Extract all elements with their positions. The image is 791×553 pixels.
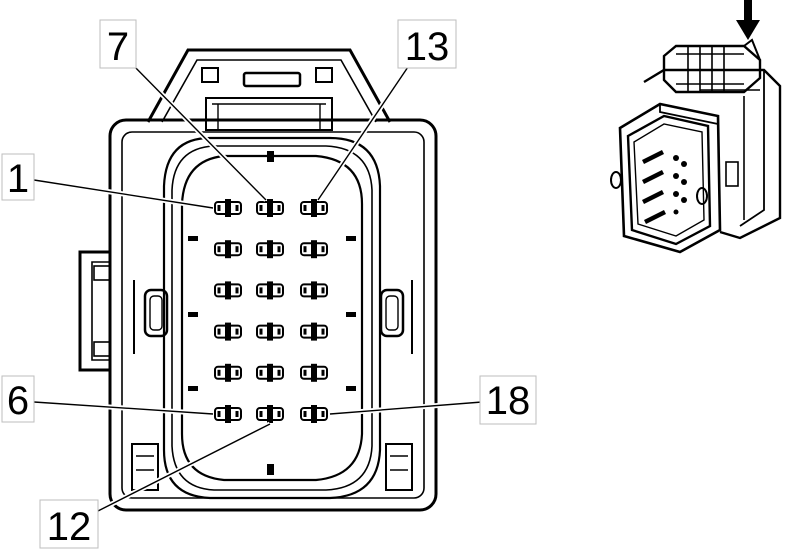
terminal-cavity [300,363,328,382]
terminal-cavity [214,199,242,217]
terminal-cavity [300,281,328,300]
down-arrow-icon [736,0,760,40]
terminal-cavity-grid [214,199,328,423]
svg-text:1: 1 [7,157,29,201]
terminal-cavity [256,199,284,217]
terminal-cavity [214,281,242,300]
terminal-cavity [214,240,242,259]
terminal-cavity [256,281,284,300]
pin-label-13: 13 [397,19,457,69]
terminal-cavity [300,240,328,259]
terminal-cavity [214,405,242,423]
connector-face-view [78,48,438,512]
pin-label-7: 7 [99,19,137,69]
connector-isometric-view [610,0,782,254]
pin-label-18: 18 [479,375,537,425]
terminal-cavity [256,322,284,341]
terminal-cavity [300,322,328,341]
terminal-cavity [300,405,328,423]
terminal-cavity [214,322,242,341]
svg-text:13: 13 [405,25,450,69]
svg-text:6: 6 [7,379,29,423]
terminal-cavity [256,363,284,382]
pin-label-1: 1 [1,153,35,201]
terminal-cavity [256,240,284,259]
pin-label-6: 6 [1,375,35,423]
pin-label-12: 12 [39,499,99,549]
pin-labels: 1 6 7 12 13 18 [1,19,537,549]
svg-text:12: 12 [47,505,92,549]
isometric-terminal-pins [642,150,687,224]
terminal-cavity [214,363,242,382]
svg-text:7: 7 [107,25,129,69]
svg-text:18: 18 [486,379,531,423]
terminal-cavity [300,199,328,217]
leader-lines [33,56,483,515]
terminal-cavity [256,405,284,423]
